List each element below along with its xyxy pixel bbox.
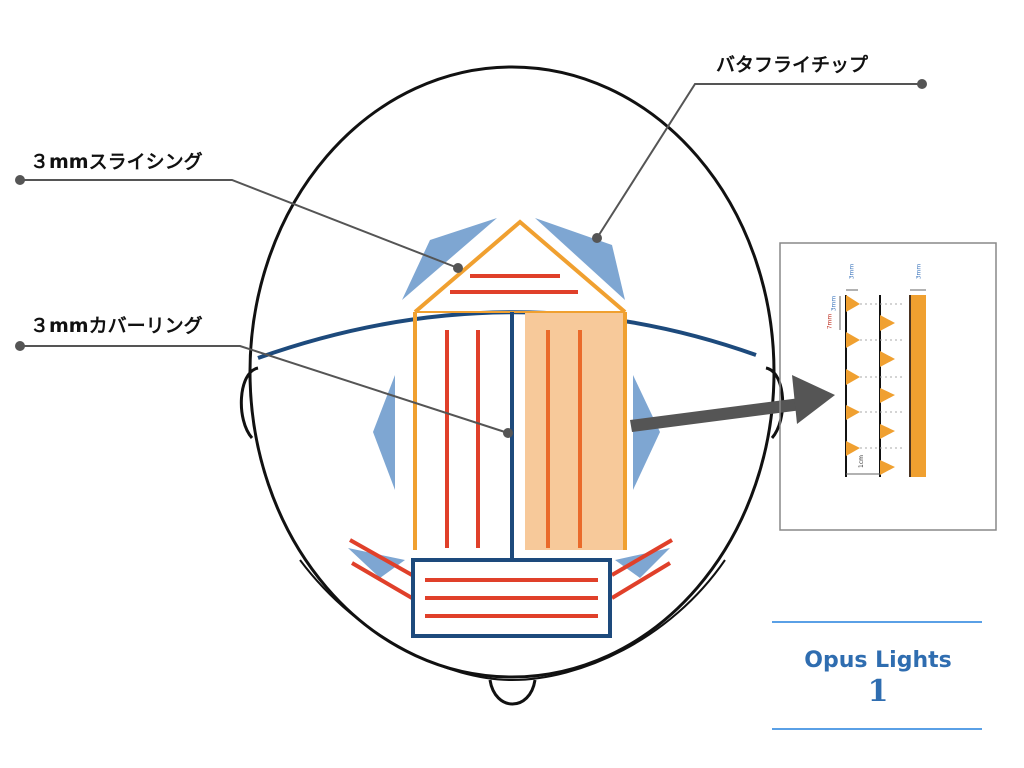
inset-detail — [839, 289, 926, 477]
brand-name: Opus Lights — [804, 648, 952, 673]
leader-lines — [20, 83, 922, 434]
inset-dim-width: 1cm — [857, 455, 865, 468]
inset-frame — [779, 242, 997, 531]
inset-dim-spacing-large: 7mm — [826, 313, 834, 330]
butterfly-tips — [348, 218, 670, 578]
arrow-icon — [630, 375, 835, 432]
covering-panel — [525, 312, 625, 550]
inset-dim-top-left: 3mm — [848, 263, 856, 280]
inset-dim-spacing-small: 3mm — [830, 295, 838, 312]
label-slicing: ３mmスライシング — [30, 151, 203, 173]
head-outline — [239, 65, 785, 706]
slicing-section — [413, 219, 627, 550]
brand-number: 1 — [867, 674, 889, 709]
label-covering: ３mmカバーリング — [30, 315, 203, 337]
slice-lines — [349, 274, 674, 600]
crown-arc — [257, 310, 757, 360]
inset-dim-top-right: 3mm — [915, 263, 923, 280]
nape-lines — [425, 578, 598, 618]
label-butterfly-tip: バタフライチップ — [716, 54, 869, 76]
leader-dots — [15, 79, 927, 438]
